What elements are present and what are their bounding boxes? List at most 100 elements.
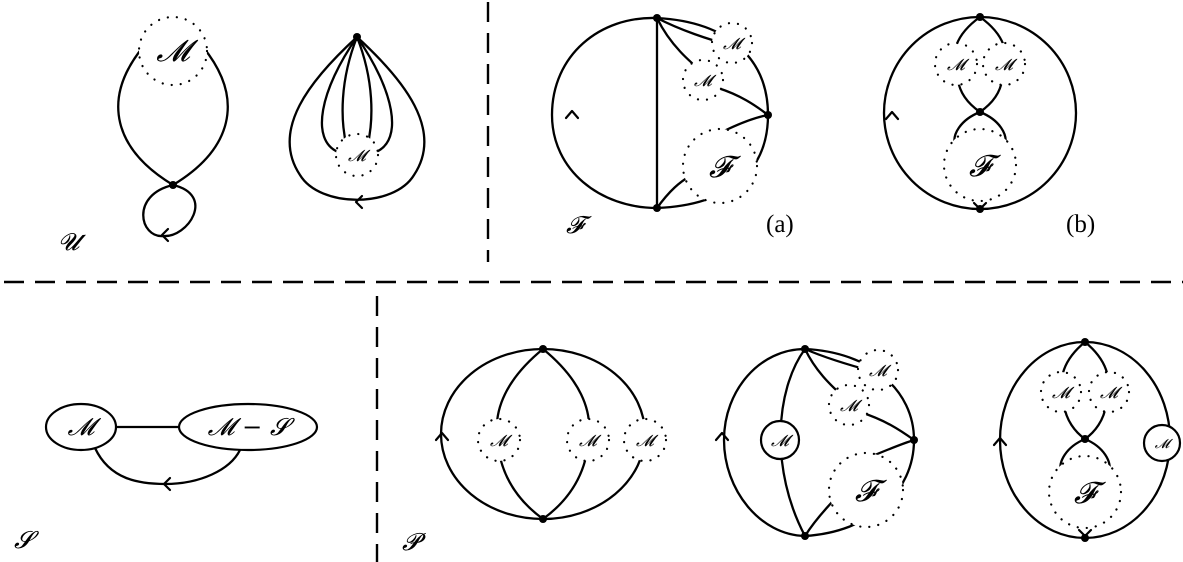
u-diagram-1: 𝓜 [117,15,229,243]
u-m-symbol-small: 𝓜 [348,146,371,165]
f-b-vertex-top [976,13,984,21]
f-a-m1-symbol: 𝓜 [723,34,746,53]
panel-label-u: 𝓤 [58,228,87,256]
s-lower-arc [93,446,242,486]
p2-edge-5 [803,500,834,538]
f-a-m1-bg [712,23,752,63]
p2-arrow [714,431,730,442]
p2-f-bg [829,453,903,527]
p2-m1-bg [858,350,898,390]
f-b-vertex-mid [976,108,984,116]
p2-dotted-m1 [856,348,900,392]
p1-m2-symbol: 𝓜 [579,431,602,450]
f-b-arrow [884,110,900,121]
p3-dotted-m2 [1087,370,1131,414]
f-b-dotted-m2 [981,41,1027,87]
p3-vertex-top [1081,338,1089,346]
u-blob-bg [139,17,207,85]
panel-label-p: 𝓟 [402,528,426,556]
p2-vertex-bottom [801,532,809,540]
p3-dotted-m1 [1039,370,1083,414]
p1-m3-symbol: 𝓜 [636,431,659,450]
p3-m1-symbol: 𝓜 [1052,383,1075,402]
f-b-edge-4 [978,78,1004,114]
f-a-m2-bg [683,60,723,100]
f-diagram-a: 𝓜 𝓜 𝓕 [550,14,772,212]
p-diagram-1: 𝓜 𝓜 𝓜 [434,345,668,523]
f-a-vertex-right [764,111,772,119]
p3-m-solid-node [1142,423,1182,463]
p-diagram-2: 𝓜 𝓜 𝓜 𝓕 [714,345,918,540]
f-b-m1-bg [935,43,977,85]
f-a-dotted-m1 [710,21,754,65]
f-a-edge-3 [716,86,770,117]
p3-arrow [992,436,1008,447]
s-m-minus-s-node [177,402,319,452]
p3-dotted-f [1047,454,1123,530]
panel-s: 𝓜 𝓜 − 𝓢 𝓢 [14,402,319,554]
p2-m2-bg [829,385,869,425]
p2-m-solid-node [759,419,801,461]
s-arrow [162,476,172,492]
u-inner-left [320,35,359,154]
p3-m2-symbol: 𝓜 [1100,383,1123,402]
u-blob2-bg [336,134,378,176]
p2-vertex-right [910,436,918,444]
f-b-vertex-bottom [976,205,984,213]
p2-edge-3 [858,410,916,442]
panel-label-f: 𝓕 [566,211,592,239]
u-inner-right [355,35,394,154]
u-vertex-top [353,33,361,41]
f-a-m2-symbol: 𝓜 [694,71,717,90]
p1-m2-bg [567,419,609,461]
p-diagram-3: 𝓜 𝓜 𝓕 𝓜 [992,338,1182,542]
f-b-m2-bg [983,43,1025,85]
u-inner-right-2 [355,35,373,150]
p2-m1-symbol: 𝓜 [869,361,892,380]
p1-vertex-bottom [539,515,547,523]
s-m-minus-s-symbol: 𝓜 − 𝓢 [208,413,296,441]
f-b-m1-symbol: 𝓜 [947,55,970,74]
u-tadpole-loop [142,183,197,238]
f-a-f-bg [683,129,757,203]
p2-m2-symbol: 𝓜 [840,396,863,415]
p1-dotted-m2 [565,417,611,463]
p2-vertex-top [801,345,809,353]
p3-vertex-bottom [1081,534,1089,542]
p2-m-solid-symbol: 𝓜 [771,431,794,450]
panel-label-s: 𝓢 [14,526,40,554]
f-a-dotted-m2 [681,58,725,102]
u-dotted-blob [137,15,209,87]
p3-f-bg [1049,456,1121,528]
u-vertex [169,181,177,189]
p1-m1-bg [478,419,520,461]
p1-arrow [434,431,450,442]
panel-p: 𝓜 𝓜 𝓜 𝓜 𝓜 [402,338,1182,556]
u-diagram-2: 𝓜 [288,33,426,210]
sublabel-a: (a) [766,211,794,238]
panel-f: 𝓜 𝓜 𝓕 𝓜 𝓜 [550,13,1095,239]
p3-m2-bg [1089,372,1129,412]
p3-m-solid-symbol: 𝓜 [1155,437,1174,452]
f-a-arrow [564,109,580,120]
p1-outer-ellipse [439,347,647,521]
u-dotted-blob-2 [334,132,380,178]
p1-dotted-m1 [476,417,522,463]
f-b-dotted-f [942,127,1018,203]
u-inner-left-2 [341,35,359,150]
panel-u: 𝓜 𝓜 𝓤 [58,15,426,256]
f-b-dotted-m1 [933,41,979,87]
f-a-vertex-top [653,14,661,22]
p3-m1-bg [1041,372,1081,412]
p2-left-arc [722,347,807,538]
f-a-vertex-bottom [653,204,661,212]
p1-m1-symbol: 𝓜 [490,431,513,450]
f-a-left-arc [550,16,659,210]
f-b-m2-symbol: 𝓜 [995,55,1018,74]
f-diagram-b: 𝓜 𝓜 𝓕 [882,13,1078,213]
p1-dotted-m3 [622,417,668,463]
f-a-dotted-f [681,127,759,205]
p2-dotted-f [827,451,905,529]
p1-m3-bg [624,419,666,461]
